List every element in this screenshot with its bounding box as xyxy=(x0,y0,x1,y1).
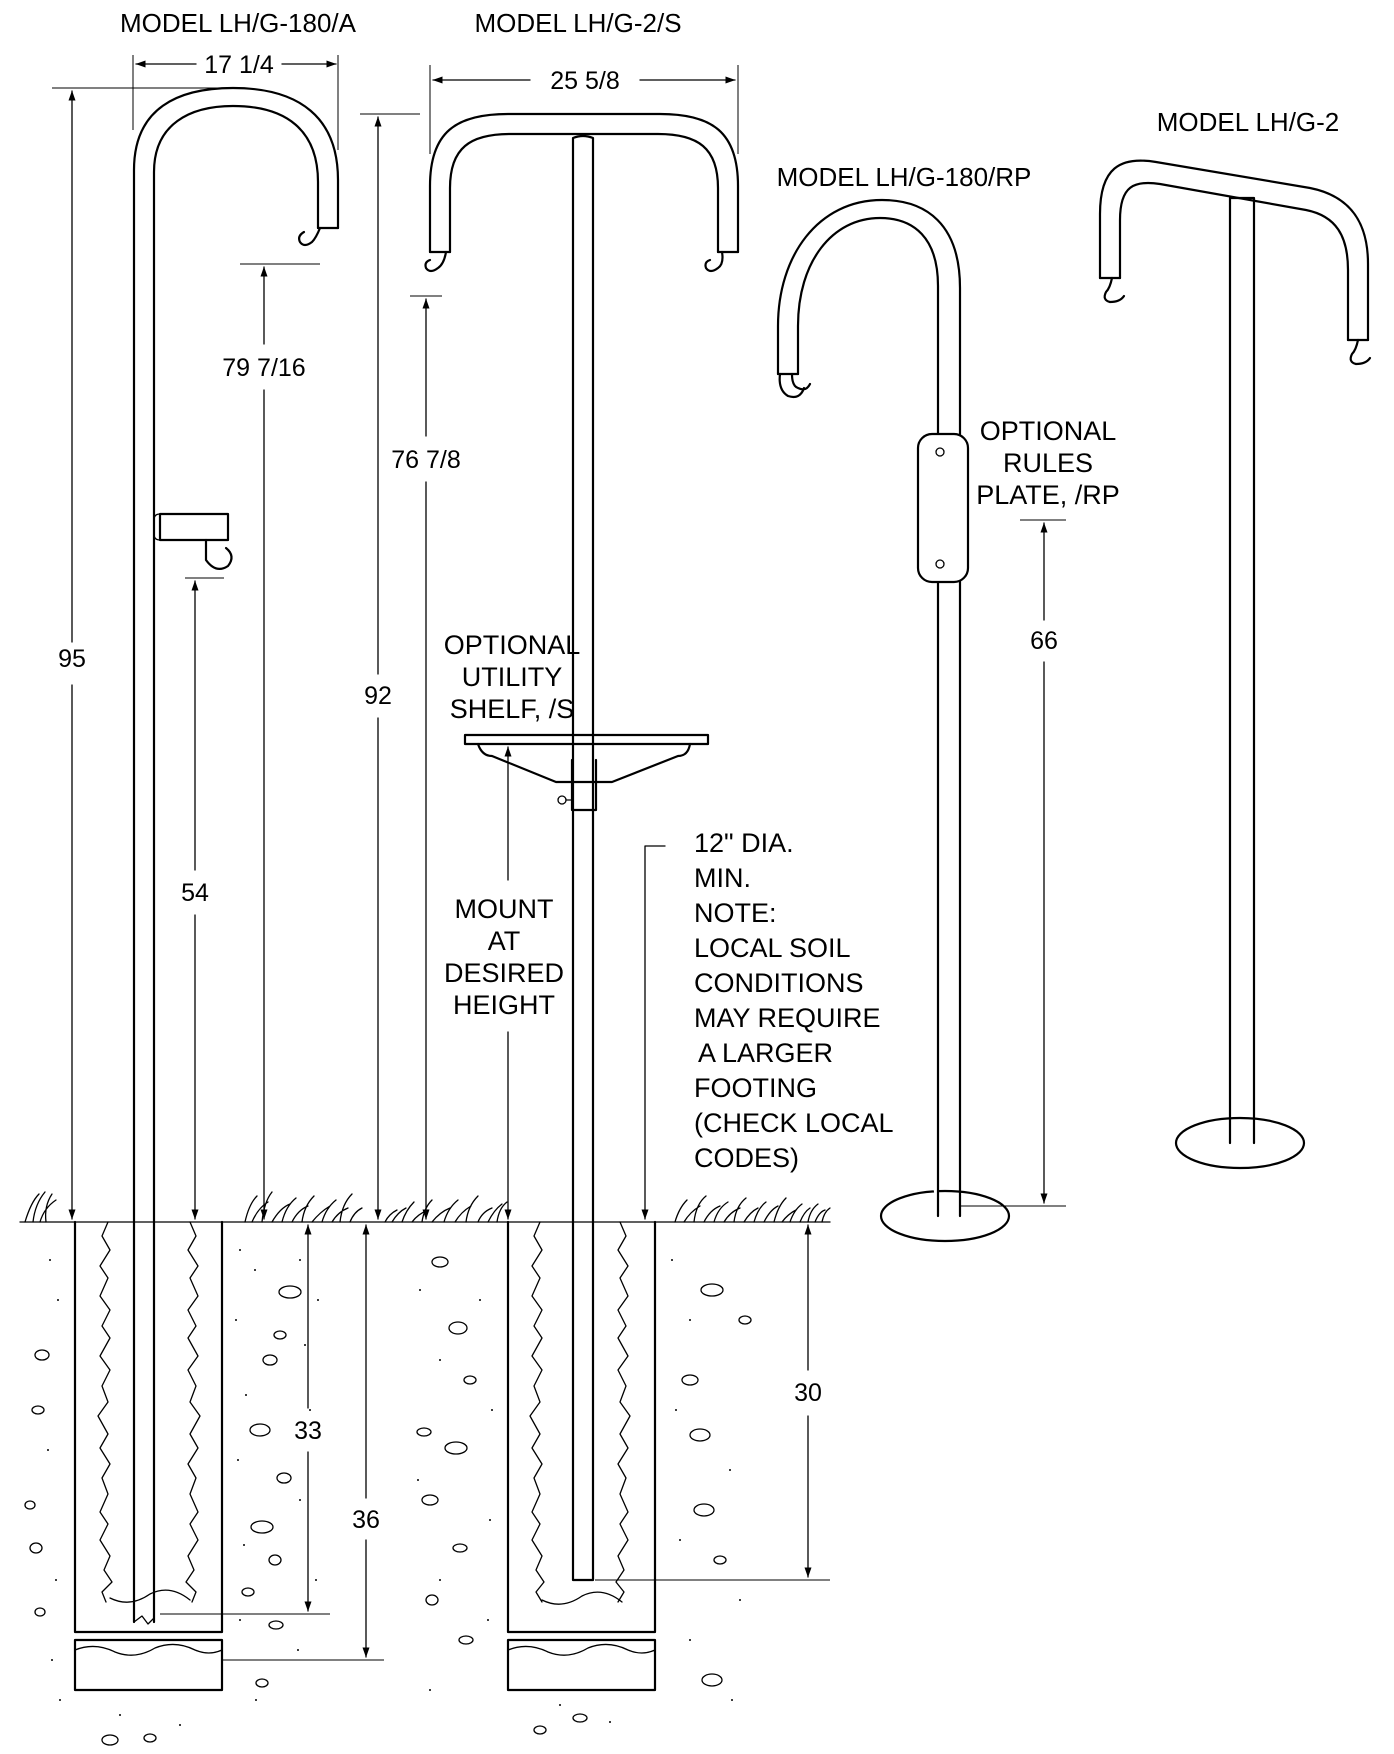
hook xyxy=(1349,338,1372,366)
base-plate xyxy=(879,1189,1011,1243)
concrete-edge xyxy=(185,1221,201,1603)
pole-outline xyxy=(152,104,320,1624)
dim-66: 66 xyxy=(1030,627,1058,655)
callout-line: DESIRED xyxy=(444,958,564,988)
crossbar-outline xyxy=(1118,181,1350,342)
model-lhg2-drawing xyxy=(1098,159,1372,1170)
concrete-edge xyxy=(541,1591,623,1605)
hook-clamp xyxy=(158,512,230,542)
gravel-base-left xyxy=(73,1638,224,1692)
concrete-edge xyxy=(529,1221,545,1603)
dimension-lines xyxy=(52,55,1066,1661)
utility-shelf xyxy=(463,733,710,812)
hook-clamp xyxy=(153,513,161,541)
hook xyxy=(1103,276,1126,304)
note-line: LOCAL SOIL xyxy=(694,933,851,963)
callout-line: OPTIONAL xyxy=(980,416,1117,446)
pole-outline xyxy=(776,198,962,1218)
post-hole-left xyxy=(73,1220,224,1634)
title-lhg180a: MODEL LH/G-180/A xyxy=(120,8,357,38)
grass-tufts xyxy=(24,1191,831,1223)
hook xyxy=(424,250,448,273)
dim-30: 30 xyxy=(794,1379,822,1407)
rules-plate xyxy=(916,432,970,584)
callout-line: OPTIONAL xyxy=(444,630,581,660)
pole-outline xyxy=(132,86,340,1624)
model-lhg180rp-drawing xyxy=(776,198,1011,1243)
callout-line: RULES xyxy=(1003,448,1093,478)
callout-line: SHELF, /S xyxy=(450,694,575,724)
callout-line: MOUNT xyxy=(455,894,554,924)
dim-25-5-8: 25 5/8 xyxy=(550,67,620,95)
note-line: FOOTING xyxy=(694,1073,817,1103)
title-lhg180rp: MODEL LH/G-180/RP xyxy=(777,162,1032,192)
model-titles: MODEL LH/G-180/A MODEL LH/G-2/S MODEL LH… xyxy=(120,8,1339,192)
callout-line: AT xyxy=(488,926,521,956)
concrete-edge xyxy=(615,1221,631,1603)
post-hole-middle xyxy=(506,1220,657,1634)
dim-92: 92 xyxy=(364,682,392,710)
hook xyxy=(204,538,233,571)
callout-line: HEIGHT xyxy=(453,990,555,1020)
callout-line: UTILITY xyxy=(462,662,563,692)
hook xyxy=(790,372,812,391)
note-line: CONDITIONS xyxy=(694,968,864,998)
base-plate xyxy=(1174,1116,1306,1170)
dim-54: 54 xyxy=(181,879,209,907)
post-outline xyxy=(571,134,595,1582)
dimension-values: 17 1/4 25 5/8 95 79 7/16 54 92 76 7/8 66… xyxy=(58,51,1058,1534)
crossbar-outline xyxy=(428,112,740,254)
callout-line: PLATE, /RP xyxy=(976,480,1120,510)
gravel-edge xyxy=(74,1643,223,1656)
note-line: 12" DIA. xyxy=(694,828,794,858)
callout-utility-shelf: OPTIONAL UTILITY SHELF, /S xyxy=(444,630,581,724)
pole-end xyxy=(133,1615,155,1625)
hook xyxy=(704,250,724,273)
title-lhg2: MODEL LH/G-2 xyxy=(1157,107,1340,137)
model-lhg2s-drawing xyxy=(424,112,740,1582)
crossbar-outline xyxy=(1098,159,1370,342)
post-outline xyxy=(1228,196,1256,1145)
soil-stipple xyxy=(47,1249,741,1726)
crossbar-outline xyxy=(448,132,720,254)
note-line: NOTE: xyxy=(694,898,777,928)
note-line: MAY REQUIRE xyxy=(694,1003,881,1033)
pole-outline xyxy=(796,216,940,1218)
concrete-edge xyxy=(109,1589,191,1603)
soil-pebbles xyxy=(24,1256,752,1746)
plate-bolt xyxy=(935,559,945,569)
ground-section xyxy=(19,1191,831,1746)
concrete-edge xyxy=(97,1221,113,1603)
hook xyxy=(778,372,806,399)
plate-bolt xyxy=(935,447,945,457)
callout-footing-note: 12" DIA. MIN. NOTE: LOCAL SOIL CONDITION… xyxy=(694,828,894,1173)
dim-76-7-8: 76 7/8 xyxy=(391,446,461,474)
dim-79-7-16: 79 7/16 xyxy=(222,354,305,382)
note-line: A LARGER xyxy=(698,1038,833,1068)
callout-mount: MOUNT AT DESIRED HEIGHT xyxy=(444,894,564,1020)
dim-36: 36 xyxy=(352,1506,380,1534)
dim-33: 33 xyxy=(294,1417,322,1445)
dim-17-1-4: 17 1/4 xyxy=(204,51,274,79)
dim-95: 95 xyxy=(58,645,86,673)
note-line: (CHECK LOCAL xyxy=(694,1108,894,1138)
gravel-edge xyxy=(507,1643,656,1656)
note-line: CODES) xyxy=(694,1143,799,1173)
title-lhg2s: MODEL LH/G-2/S xyxy=(474,8,681,38)
gravel-base-middle xyxy=(506,1638,657,1692)
callout-rules-plate: OPTIONAL RULES PLATE, /RP xyxy=(976,416,1120,510)
note-line: MIN. xyxy=(694,863,751,893)
hook xyxy=(298,226,322,247)
model-lhg180a-drawing xyxy=(132,86,340,1625)
